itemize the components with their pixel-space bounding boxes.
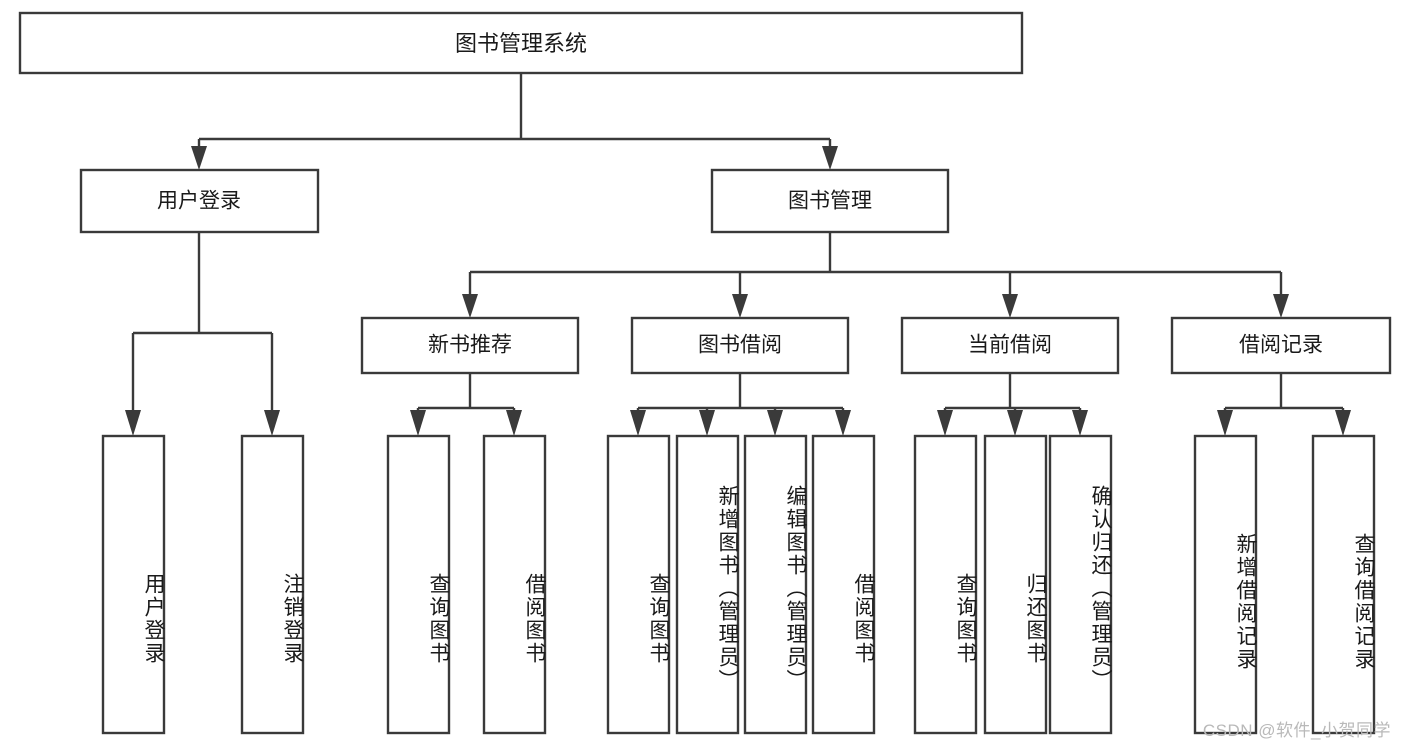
arrow-head-leaf-add-record — [1217, 410, 1233, 436]
node-box-leaf-query-book-3[interactable] — [913, 434, 978, 735]
node-label-borrow-record: 借阅记录 — [1239, 334, 1323, 357]
arrow-head-leaf-borrow-book-1 — [506, 410, 522, 436]
node-box-leaf-query-book-1[interactable] — [386, 434, 451, 735]
arrow-head-current-borrow — [1002, 294, 1018, 318]
node-box-user-login[interactable] — [79, 168, 320, 234]
node-box-leaf-user-logout[interactable] — [240, 434, 305, 735]
node-box-leaf-user-login[interactable] — [101, 434, 166, 735]
arrow-head-leaf-add-book — [699, 410, 715, 436]
node-box-current-borrow[interactable] — [900, 316, 1120, 375]
node-box-leaf-borrow-book-2[interactable] — [811, 434, 876, 735]
node-box-leaf-add-book[interactable] — [675, 434, 740, 735]
node-box-leaf-add-record[interactable] — [1193, 434, 1258, 735]
node-box-leaf-query-book-2[interactable] — [606, 434, 671, 735]
arrow-head-leaf-query-book-2 — [630, 410, 646, 436]
nodes-layer: 图书管理系统 用户登录 图书管理 新书推荐 图书借阅 当前借阅 借阅记录 — [18, 11, 1392, 735]
node-box-borrow-record[interactable] — [1170, 316, 1392, 375]
arrow-head-leaf-user-logout — [264, 410, 280, 436]
arrow-head-leaf-query-record — [1335, 410, 1351, 436]
arrow-head-leaf-return-book — [1007, 410, 1023, 436]
node-box-leaf-edit-book[interactable] — [743, 434, 808, 735]
node-label-user-login: 用户登录 — [157, 190, 241, 213]
connectors-layer — [125, 73, 1351, 436]
node-box-leaf-confirm-return[interactable] — [1048, 434, 1113, 735]
arrow-head-borrow-record — [1273, 294, 1289, 318]
node-label-root: 图书管理系统 — [455, 31, 587, 56]
node-box-leaf-return-book[interactable] — [983, 434, 1048, 735]
arrow-head-leaf-edit-book — [767, 410, 783, 436]
arrow-head-user-login — [191, 146, 207, 170]
arrow-head-new-book-recommend — [462, 294, 478, 318]
node-box-leaf-borrow-book-1[interactable] — [482, 434, 547, 735]
node-label-new-book-recommend: 新书推荐 — [428, 334, 512, 357]
node-label-book-borrow: 图书借阅 — [698, 334, 782, 357]
arrow-head-leaf-user-login — [125, 410, 141, 436]
node-label-current-borrow: 当前借阅 — [968, 334, 1052, 357]
node-box-book-manage[interactable] — [710, 168, 950, 234]
arrow-head-book-borrow — [732, 294, 748, 318]
arrow-head-leaf-borrow-book-2 — [835, 410, 851, 436]
node-box-root[interactable] — [18, 11, 1024, 75]
arrow-head-leaf-query-book-3 — [937, 410, 953, 436]
node-box-leaf-query-record[interactable] — [1311, 434, 1376, 735]
node-label-book-manage: 图书管理 — [788, 190, 872, 213]
node-box-book-borrow[interactable] — [630, 316, 850, 375]
watermark-text: CSDN @软件_小贺同学 — [1202, 721, 1391, 740]
arrow-head-leaf-query-book-1 — [410, 410, 426, 436]
arrow-head-leaf-confirm-return — [1072, 410, 1088, 436]
arrow-head-book-manage — [822, 146, 838, 170]
node-box-new-book-recommend[interactable] — [360, 316, 580, 375]
